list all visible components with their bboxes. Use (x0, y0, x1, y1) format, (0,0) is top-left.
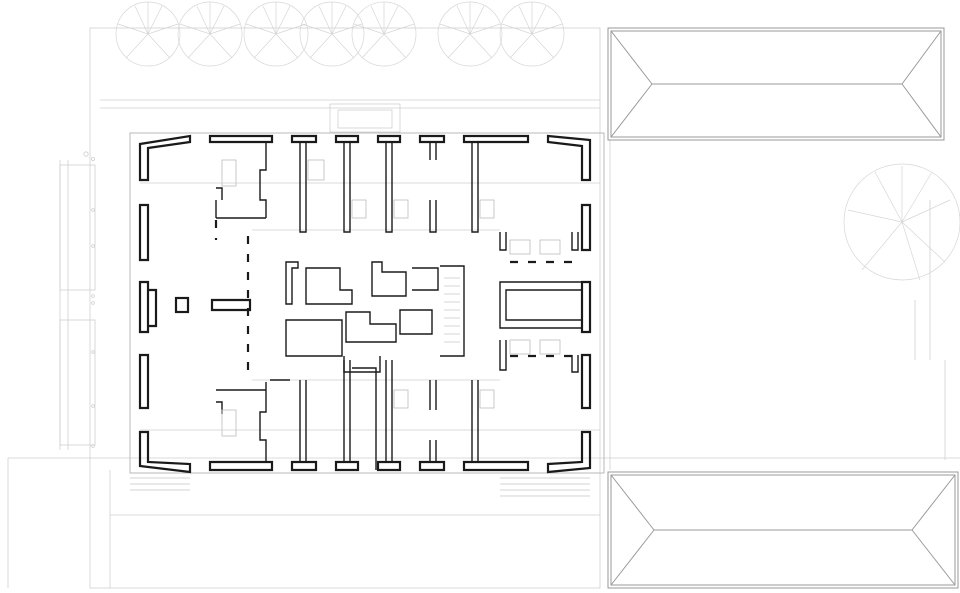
tree-icon (843, 163, 960, 281)
north-facade-walls (138, 134, 592, 182)
site-context (7, 27, 960, 589)
tree-icon (499, 1, 565, 67)
hipped-roof-north (607, 27, 945, 141)
south-interior-walls (216, 360, 479, 463)
fixtures (221, 159, 561, 437)
north-interior-walls (215, 142, 479, 233)
stair-treads (130, 277, 590, 497)
central-core (285, 261, 465, 470)
tree-icon (437, 1, 503, 67)
tree-icon (299, 1, 365, 67)
side-facade-walls (138, 203, 592, 410)
tree-icon (243, 1, 309, 67)
east-interior-walls (499, 232, 583, 373)
corridor-dashed-lines (214, 220, 580, 372)
south-facade-walls (138, 430, 592, 474)
tree-row (115, 1, 960, 281)
tree-icon (115, 1, 181, 67)
tree-icon (351, 1, 417, 67)
west-wing-elements (174, 296, 252, 314)
tree-icon (177, 1, 243, 67)
building-outline (129, 132, 605, 474)
hipped-roof-south (607, 471, 959, 589)
